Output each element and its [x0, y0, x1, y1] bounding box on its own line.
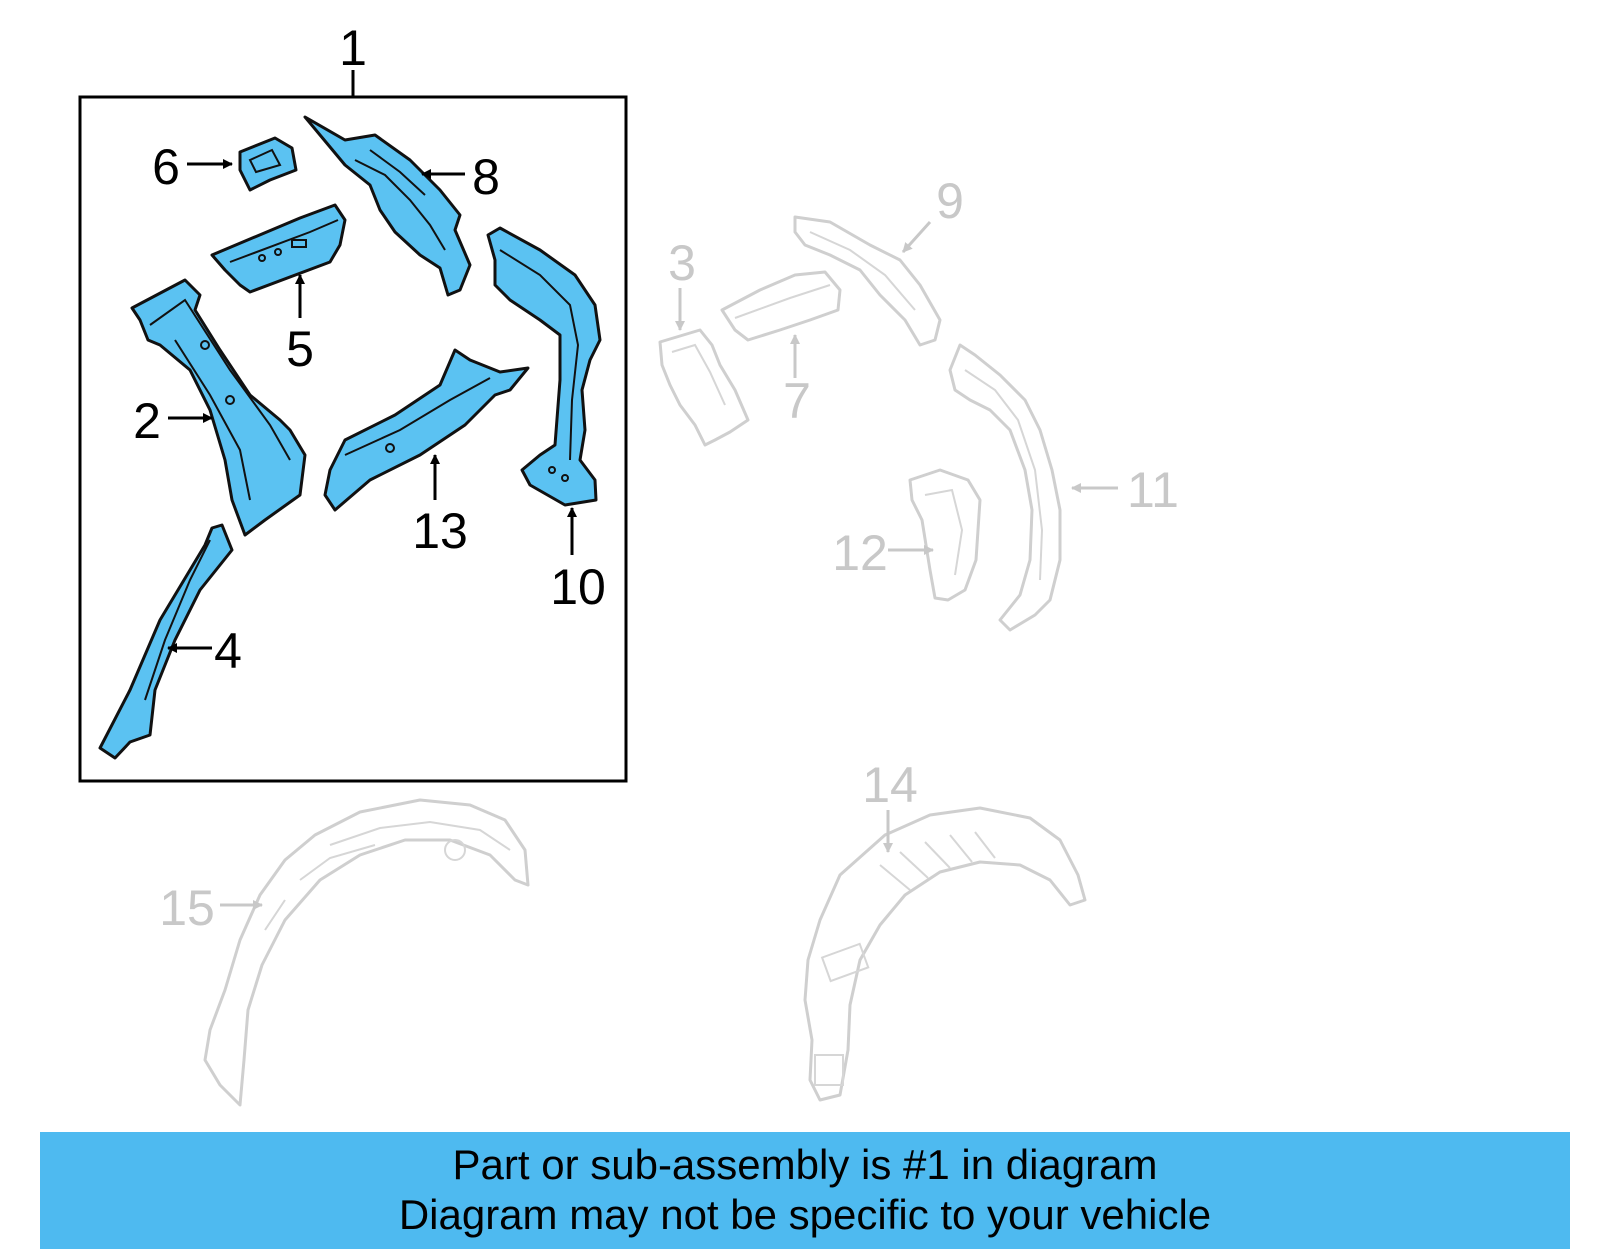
callout-11: 11	[1127, 462, 1179, 518]
callout-2: 2	[133, 393, 161, 449]
callout-12: 12	[832, 525, 888, 581]
part-13-shape[interactable]	[323, 348, 530, 512]
banner-line-1: Part or sub-assembly is #1 in diagram	[452, 1141, 1158, 1188]
callout-1: 1	[339, 20, 367, 76]
part-3-shape	[658, 328, 750, 447]
banner-line-2: Diagram may not be specific to your vehi…	[398, 1191, 1212, 1238]
part-9-shape	[793, 215, 942, 347]
part-10-shape[interactable]	[486, 226, 602, 507]
callout-3: 3	[668, 235, 696, 291]
callout-9: 9	[936, 173, 964, 229]
callout-10: 10	[550, 559, 606, 615]
part-6-shape[interactable]	[238, 136, 298, 192]
callout-7: 7	[783, 373, 811, 429]
callout-6: 6	[152, 139, 180, 195]
part-4-shape[interactable]	[98, 523, 234, 760]
part-5-shape[interactable]	[210, 203, 347, 294]
part-8-shape[interactable]	[303, 115, 472, 297]
part-12-shape	[908, 468, 982, 602]
part-14-shape	[803, 806, 1087, 1102]
info-banner: Part or sub-assembly is #1 in diagram Di…	[40, 1132, 1570, 1249]
arrow-9	[901, 220, 932, 254]
callout-13: 13	[412, 503, 468, 559]
callout-15: 15	[159, 880, 215, 936]
callout-5: 5	[286, 321, 314, 377]
part-11-shape	[948, 343, 1062, 632]
callout-14: 14	[862, 757, 918, 813]
callout-8: 8	[472, 149, 500, 205]
callout-4: 4	[214, 623, 242, 679]
part-7-shape	[720, 270, 842, 342]
part-2-shape[interactable]	[130, 278, 307, 537]
part-15-shape	[203, 798, 530, 1107]
